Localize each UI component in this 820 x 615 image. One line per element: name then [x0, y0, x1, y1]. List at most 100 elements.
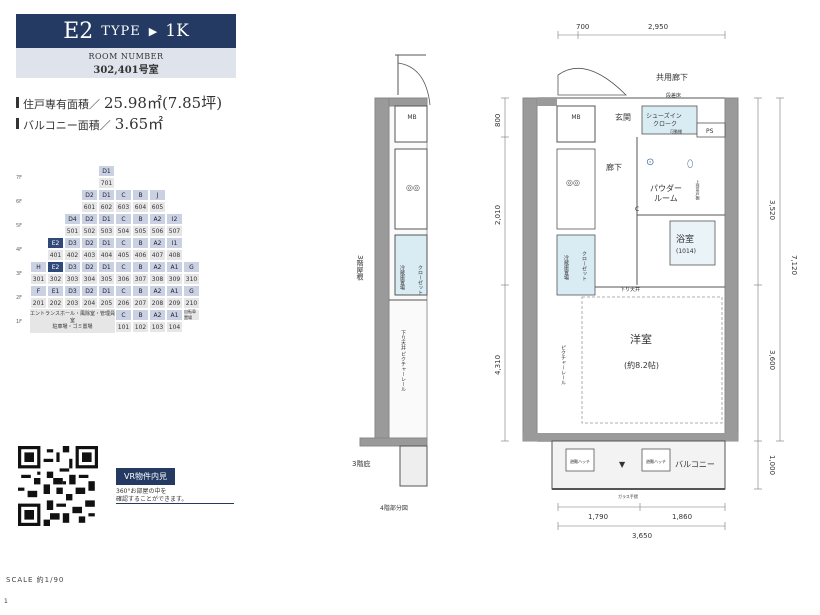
type-label: TYPE: [101, 23, 141, 39]
floor-table-cell: J: [149, 189, 166, 201]
dim-right-1: 3,520: [768, 200, 776, 220]
floor-table-cell: A2: [149, 285, 166, 297]
floor-table-cell: 208: [149, 297, 166, 309]
floor-table-cell: 401: [47, 249, 64, 261]
floor-table-cell: 202: [47, 297, 64, 309]
floor-table-cell: B: [132, 261, 149, 273]
stove-icon: ◎◎: [566, 178, 580, 187]
floor-table-cell: 206: [115, 297, 132, 309]
floor-table-cell: I2: [166, 213, 183, 225]
vr-text-2: 確認することができます。: [116, 496, 188, 504]
qr-code: [18, 446, 98, 526]
floor-table-cell: 205: [98, 297, 115, 309]
floor-table-cell: D2: [81, 213, 98, 225]
floor-table-cell: C: [115, 285, 132, 297]
floor-table-cell: H: [30, 261, 47, 273]
floor-table-cell: 310: [183, 273, 200, 285]
vr-text-1: 360°お部屋の中を: [116, 488, 167, 495]
type-code: E2: [63, 18, 94, 44]
evac-hatch-label-2: 避難ハッチ: [646, 458, 666, 464]
washbasin-icon: ⊙: [646, 157, 654, 168]
dim-right-4: 1,000: [768, 455, 776, 475]
floor-label: 5F: [16, 223, 23, 229]
dim-right-2: 7,120: [790, 255, 798, 275]
step-floor-label: 段差床: [666, 92, 681, 99]
floor-table-cell: D1: [98, 261, 115, 273]
floor-table-cell: 103: [149, 321, 166, 333]
floor-table-cell: E1: [47, 285, 64, 297]
floor-label: 4F: [16, 247, 23, 253]
floor-table-cell: C: [115, 261, 132, 273]
dim-left-3: 4,310: [494, 355, 502, 375]
floor-table-cell: 104: [166, 321, 183, 333]
dim-top-2: 2,950: [648, 23, 668, 31]
floor-table-cell: D1: [98, 165, 115, 177]
ac-unit-icon: ▼: [619, 460, 626, 469]
dim-left-2: 2,010: [494, 205, 502, 225]
lower-ceiling-label: 下り天井: [620, 286, 640, 293]
toilet-icon: ⬯: [687, 159, 693, 170]
partial-plan: [359, 54, 431, 487]
floor-table-cell: 305: [98, 273, 115, 285]
floor-table-cell: 603: [115, 201, 132, 213]
floor-table-cell: 404: [98, 249, 115, 261]
floor-plan: MB 冷蔵庫置場 クローゼット ◎◎ 下り天井 ピクチャーレール 3階屋根 3階…: [352, 23, 798, 540]
private-area-value: 25.98㎡(7.85坪): [104, 94, 223, 112]
floor-table-cell: D1: [98, 189, 115, 201]
floor-table-cell: 507: [166, 225, 183, 237]
entrance-label: 玄関: [615, 112, 631, 122]
corridor-label: 廊下: [606, 162, 622, 172]
floor-table-cell: C: [115, 237, 132, 249]
floor-table-cell: A2: [149, 309, 166, 321]
floor-table-cell: 306: [115, 273, 132, 285]
floor-table-cell: G: [183, 261, 200, 273]
closet-label: クローゼット: [581, 251, 587, 281]
main-plan: [501, 31, 784, 530]
ground-floor-note: エントランスホール・風除室・管理員室 駐車場・ゴミ置場: [30, 309, 115, 333]
vr-button[interactable]: VR物件内見: [116, 468, 176, 485]
floor-table-cell: A1: [166, 309, 183, 321]
floor-table-cell: 605: [149, 201, 166, 213]
floor-table-cell: 602: [98, 201, 115, 213]
floor-table-cell: 506: [149, 225, 166, 237]
floor-table-cell: C: [115, 213, 132, 225]
movable-shelf-label: 可動棚: [670, 128, 682, 134]
floor-table-cell: 102: [132, 321, 149, 333]
sink-icon: ◎◎: [406, 183, 420, 192]
closet-label-left: クローゼット: [417, 265, 423, 295]
ac-label: C: [635, 206, 639, 213]
lower-ceiling-left: 下り天井 ピクチャーレール: [400, 330, 406, 392]
floor-table-cell: 403: [81, 249, 98, 261]
scale-label: SCALE 約1/90: [6, 576, 65, 584]
floor-table-cell: D2: [81, 285, 98, 297]
floor-label: 3F: [16, 271, 23, 277]
mb-label: MB: [571, 114, 580, 121]
powder-room-label-2: ルーム: [654, 194, 678, 203]
floor-table-cell: 408: [166, 249, 183, 261]
floor-label: 6F: [16, 199, 23, 205]
fourth-floor-note: 4階部分図: [380, 504, 408, 512]
western-room-label: 洋室: [630, 332, 652, 346]
ps-label: PS: [706, 128, 714, 135]
floor-table-cell: 203: [64, 297, 81, 309]
floor-table-cell: D3: [64, 261, 81, 273]
floor-table-cell: D2: [81, 189, 98, 201]
area-bar: [16, 97, 19, 108]
floor-table-cell: B: [132, 237, 149, 249]
floor-table-cell: 502: [81, 225, 98, 237]
floor-table-cell: A1: [166, 285, 183, 297]
shoes-in-closet-label-2: クローク: [653, 121, 677, 128]
floor-table-cell: 210: [183, 297, 200, 309]
powder-room-label: パウダー: [650, 183, 682, 193]
floor-table-cell: D2: [81, 261, 98, 273]
floor-table-cell: 405: [115, 249, 132, 261]
floor-table-cell: 309: [166, 273, 183, 285]
glass-rail-label: ガラス手摺: [618, 493, 638, 499]
floor-table-cell: 209: [166, 297, 183, 309]
common-corridor-label: 共用廊下: [656, 72, 688, 82]
private-area: 住戸専有面積／ 25.98㎡(7.85坪): [16, 92, 222, 113]
room-number-label: ROOM NUMBER: [88, 52, 164, 61]
floor-label: 1F: [16, 319, 23, 325]
upper-shelf-label: 上部吊戸棚: [696, 179, 701, 201]
floor-table-cell: D4: [64, 213, 81, 225]
